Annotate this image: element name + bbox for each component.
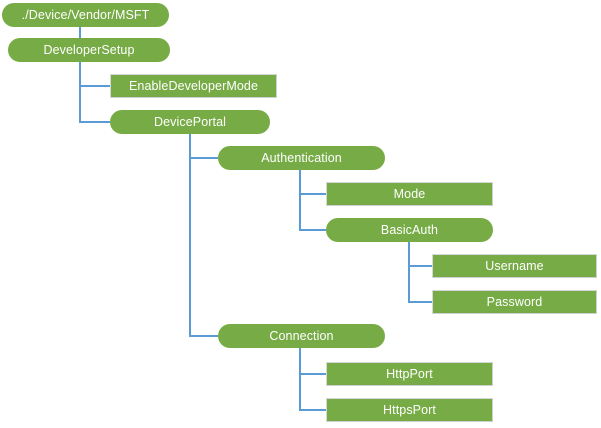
node-root-label: ./Device/Vendor/MSFT bbox=[21, 7, 150, 22]
node-enabledevelopermode[interactable]: EnableDeveloperMode bbox=[110, 74, 277, 98]
edge-basicauth-to-username bbox=[408, 242, 432, 267]
node-httpsport-label: HttpsPort bbox=[383, 402, 436, 417]
node-deviceportal[interactable]: DevicePortal bbox=[110, 110, 270, 134]
node-httpport[interactable]: HttpPort bbox=[326, 362, 493, 386]
node-username[interactable]: Username bbox=[432, 254, 597, 278]
node-developersetup[interactable]: DeveloperSetup bbox=[8, 38, 170, 62]
node-enabledevelopermode-label: EnableDeveloperMode bbox=[128, 78, 259, 93]
edge-authentication-to-mode bbox=[299, 170, 326, 195]
node-password[interactable]: Password bbox=[432, 290, 597, 314]
node-connection[interactable]: Connection bbox=[218, 324, 385, 348]
node-password-label: Password bbox=[486, 294, 543, 309]
node-authentication-label: Authentication bbox=[261, 150, 342, 165]
edge-basicauth-to-password bbox=[408, 242, 432, 303]
edge-developersetup-to-enabledevelopermode bbox=[79, 62, 110, 87]
node-basicauth[interactable]: BasicAuth bbox=[326, 218, 493, 242]
node-root[interactable]: ./Device/Vendor/MSFT bbox=[2, 3, 169, 27]
edge-connection-to-httpsport bbox=[299, 348, 326, 411]
node-connection-label: Connection bbox=[269, 328, 334, 343]
node-mode-label: Mode bbox=[393, 186, 426, 201]
edge-authentication-to-basicauth bbox=[299, 170, 326, 231]
node-mode[interactable]: Mode bbox=[326, 182, 493, 206]
node-httpport-label: HttpPort bbox=[386, 366, 433, 381]
node-developersetup-label: DeveloperSetup bbox=[43, 42, 135, 57]
edge-connection-to-httpport bbox=[299, 348, 326, 375]
node-deviceportal-label: DevicePortal bbox=[153, 114, 227, 129]
node-username-label: Username bbox=[485, 258, 544, 273]
node-basicauth-label: BasicAuth bbox=[380, 222, 439, 237]
edge-deviceportal-to-connection bbox=[189, 134, 218, 337]
node-authentication[interactable]: Authentication bbox=[218, 146, 385, 170]
node-httpsport[interactable]: HttpsPort bbox=[326, 398, 493, 422]
edge-developersetup-to-deviceportal bbox=[79, 62, 110, 123]
edge-deviceportal-to-authentication bbox=[189, 134, 218, 159]
